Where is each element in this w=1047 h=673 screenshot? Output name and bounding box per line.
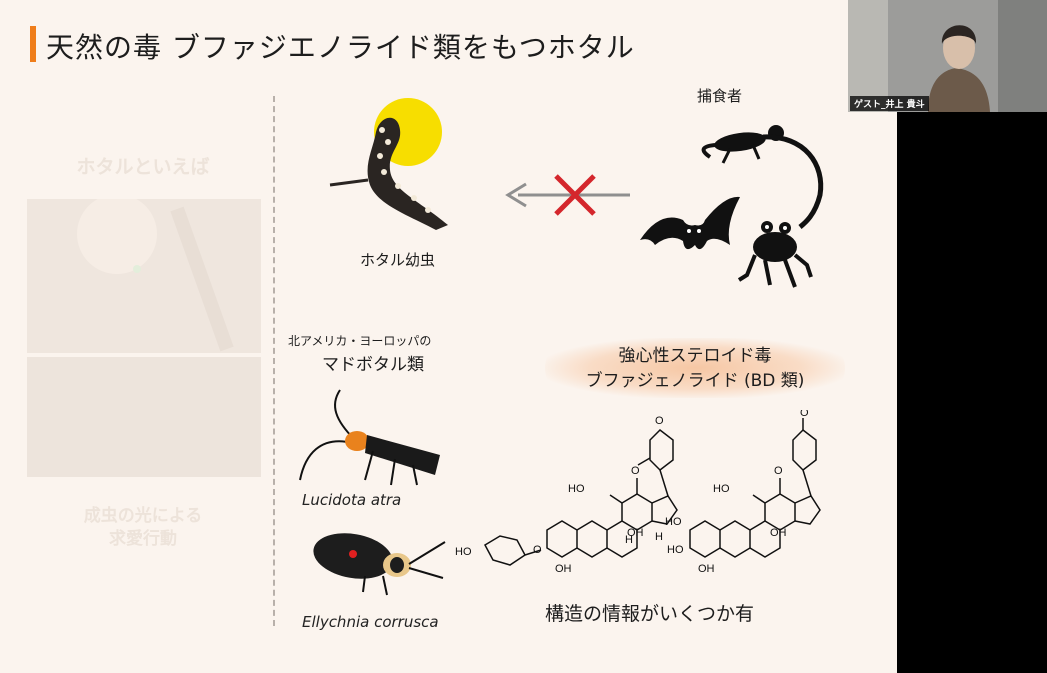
chem-ho-5: HO [667,544,684,556]
predators-label: 捕食者 [697,87,743,105]
slide-title: 天然の毒 ブファジエノライド類をもつホタル [46,31,635,64]
chem-ho-1: HO [568,483,585,495]
firefly-region-label: 北アメリカ・ヨーロッパの [288,334,432,348]
chem-ho-2: HO [455,546,472,558]
lizard-icon [701,125,824,229]
chem-ho-3: HO [713,483,730,495]
lucidota-atra-beetle [299,389,440,486]
toxin-label-line1: 強心性ステロイド毒 [618,346,772,366]
title-accent-bar [30,26,36,62]
left-caption-line1: 成虫の光による [83,506,203,526]
participant-video-feed [848,0,1047,112]
bat-icon [640,196,740,250]
blocked-arrow [505,174,630,216]
species-label-ellychnia: Ellychnia corrusca [302,613,439,631]
chem-h-2: H [655,531,663,543]
chem-oh-3: OH [770,527,787,539]
larva-label: ホタル幼虫 [360,251,436,269]
glowing-firefly-photo [27,199,261,353]
chem-o-3: O [533,544,542,556]
chem-oh-4: OH [698,563,715,575]
frog-icon [737,221,813,288]
chem-o-1: O [655,415,664,427]
left-caption-line2: 求愛行動 [109,529,177,549]
dashed-divider [273,96,275,626]
predators-silhouettes [640,125,824,288]
toxin-label: 強心性ステロイド毒 ブファジェノライド (BD 類) [545,344,845,394]
firefly-larva-illustration [329,98,448,230]
cross-icon [554,174,596,216]
glowing-firefly-photo-drawing [77,199,234,352]
chem-oh-1: OH [627,527,644,539]
toxin-highlight [545,338,845,398]
chem-o-2: O [631,465,640,477]
species-label-lucidota: Lucidota atra [302,491,402,509]
chem-oh-2: OH [555,563,572,575]
firefly-swarm-photo [27,357,261,477]
slide: 天然の毒 ブファジエノライド類をもつホタル ホタルといえば 成虫の光による 求愛… [0,0,897,673]
arrow-head [505,182,527,208]
toxin-label-line2: ブファジェノライド (BD 類) [585,371,805,391]
ellychnia-corrusca-beetle [313,533,446,596]
chem-o-5: O [774,465,783,477]
bufadienolide-structures: O O HO H H OH OH O HO O O HO OH HO HO OH [455,410,821,575]
left-panel-heading: ホタルといえば [76,156,210,178]
participant-name-label: ゲスト_井上 貴斗 [850,96,929,111]
chem-o-4: O [800,410,809,419]
firefly-group-label: マドボタル類 [322,355,424,375]
left-panel-caption: 成虫の光による 求愛行動 [28,505,258,551]
participant-video-tile[interactable] [848,0,1047,112]
chem-ho-4: HO [665,516,682,528]
structure-note: 構造の情報がいくつか有 [545,603,755,625]
chem-h-1: H [625,534,633,546]
